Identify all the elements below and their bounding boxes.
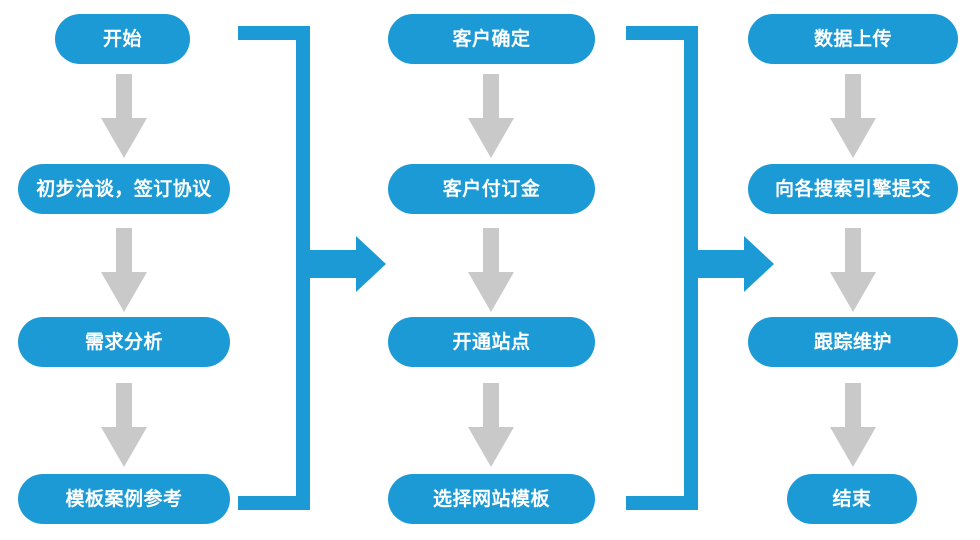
node-submit-to-search-engines[interactable]: 向各搜索引擎提交 bbox=[748, 164, 958, 214]
node-template-case-reference[interactable]: 模板案例参考 bbox=[18, 474, 230, 524]
arrow-down-icon bbox=[468, 74, 514, 158]
node-data-upload[interactable]: 数据上传 bbox=[748, 14, 958, 64]
bracket-arrow-right-icon bbox=[626, 26, 774, 510]
node-client-confirm[interactable]: 客户确定 bbox=[388, 14, 595, 64]
node-requirements-analysis[interactable]: 需求分析 bbox=[18, 317, 230, 367]
arrow-down-icon bbox=[101, 228, 147, 312]
node-start[interactable]: 开始 bbox=[55, 14, 190, 64]
arrow-down-icon bbox=[468, 228, 514, 312]
bracket-arrow-right-icon bbox=[238, 26, 386, 510]
node-tracking-maintenance[interactable]: 跟踪维护 bbox=[748, 317, 958, 367]
arrow-down-icon bbox=[830, 74, 876, 158]
node-open-site[interactable]: 开通站点 bbox=[388, 317, 595, 367]
arrow-down-icon bbox=[830, 228, 876, 312]
node-choose-website-template[interactable]: 选择网站模板 bbox=[388, 474, 595, 524]
node-client-pay-deposit[interactable]: 客户付订金 bbox=[388, 164, 595, 214]
node-end[interactable]: 结束 bbox=[787, 474, 917, 524]
arrow-down-icon bbox=[101, 74, 147, 158]
arrow-down-icon bbox=[830, 383, 876, 467]
arrow-down-icon bbox=[468, 383, 514, 467]
node-initial-talk-sign-agreement[interactable]: 初步洽谈，签订协议 bbox=[18, 164, 230, 214]
arrow-down-icon bbox=[101, 383, 147, 467]
